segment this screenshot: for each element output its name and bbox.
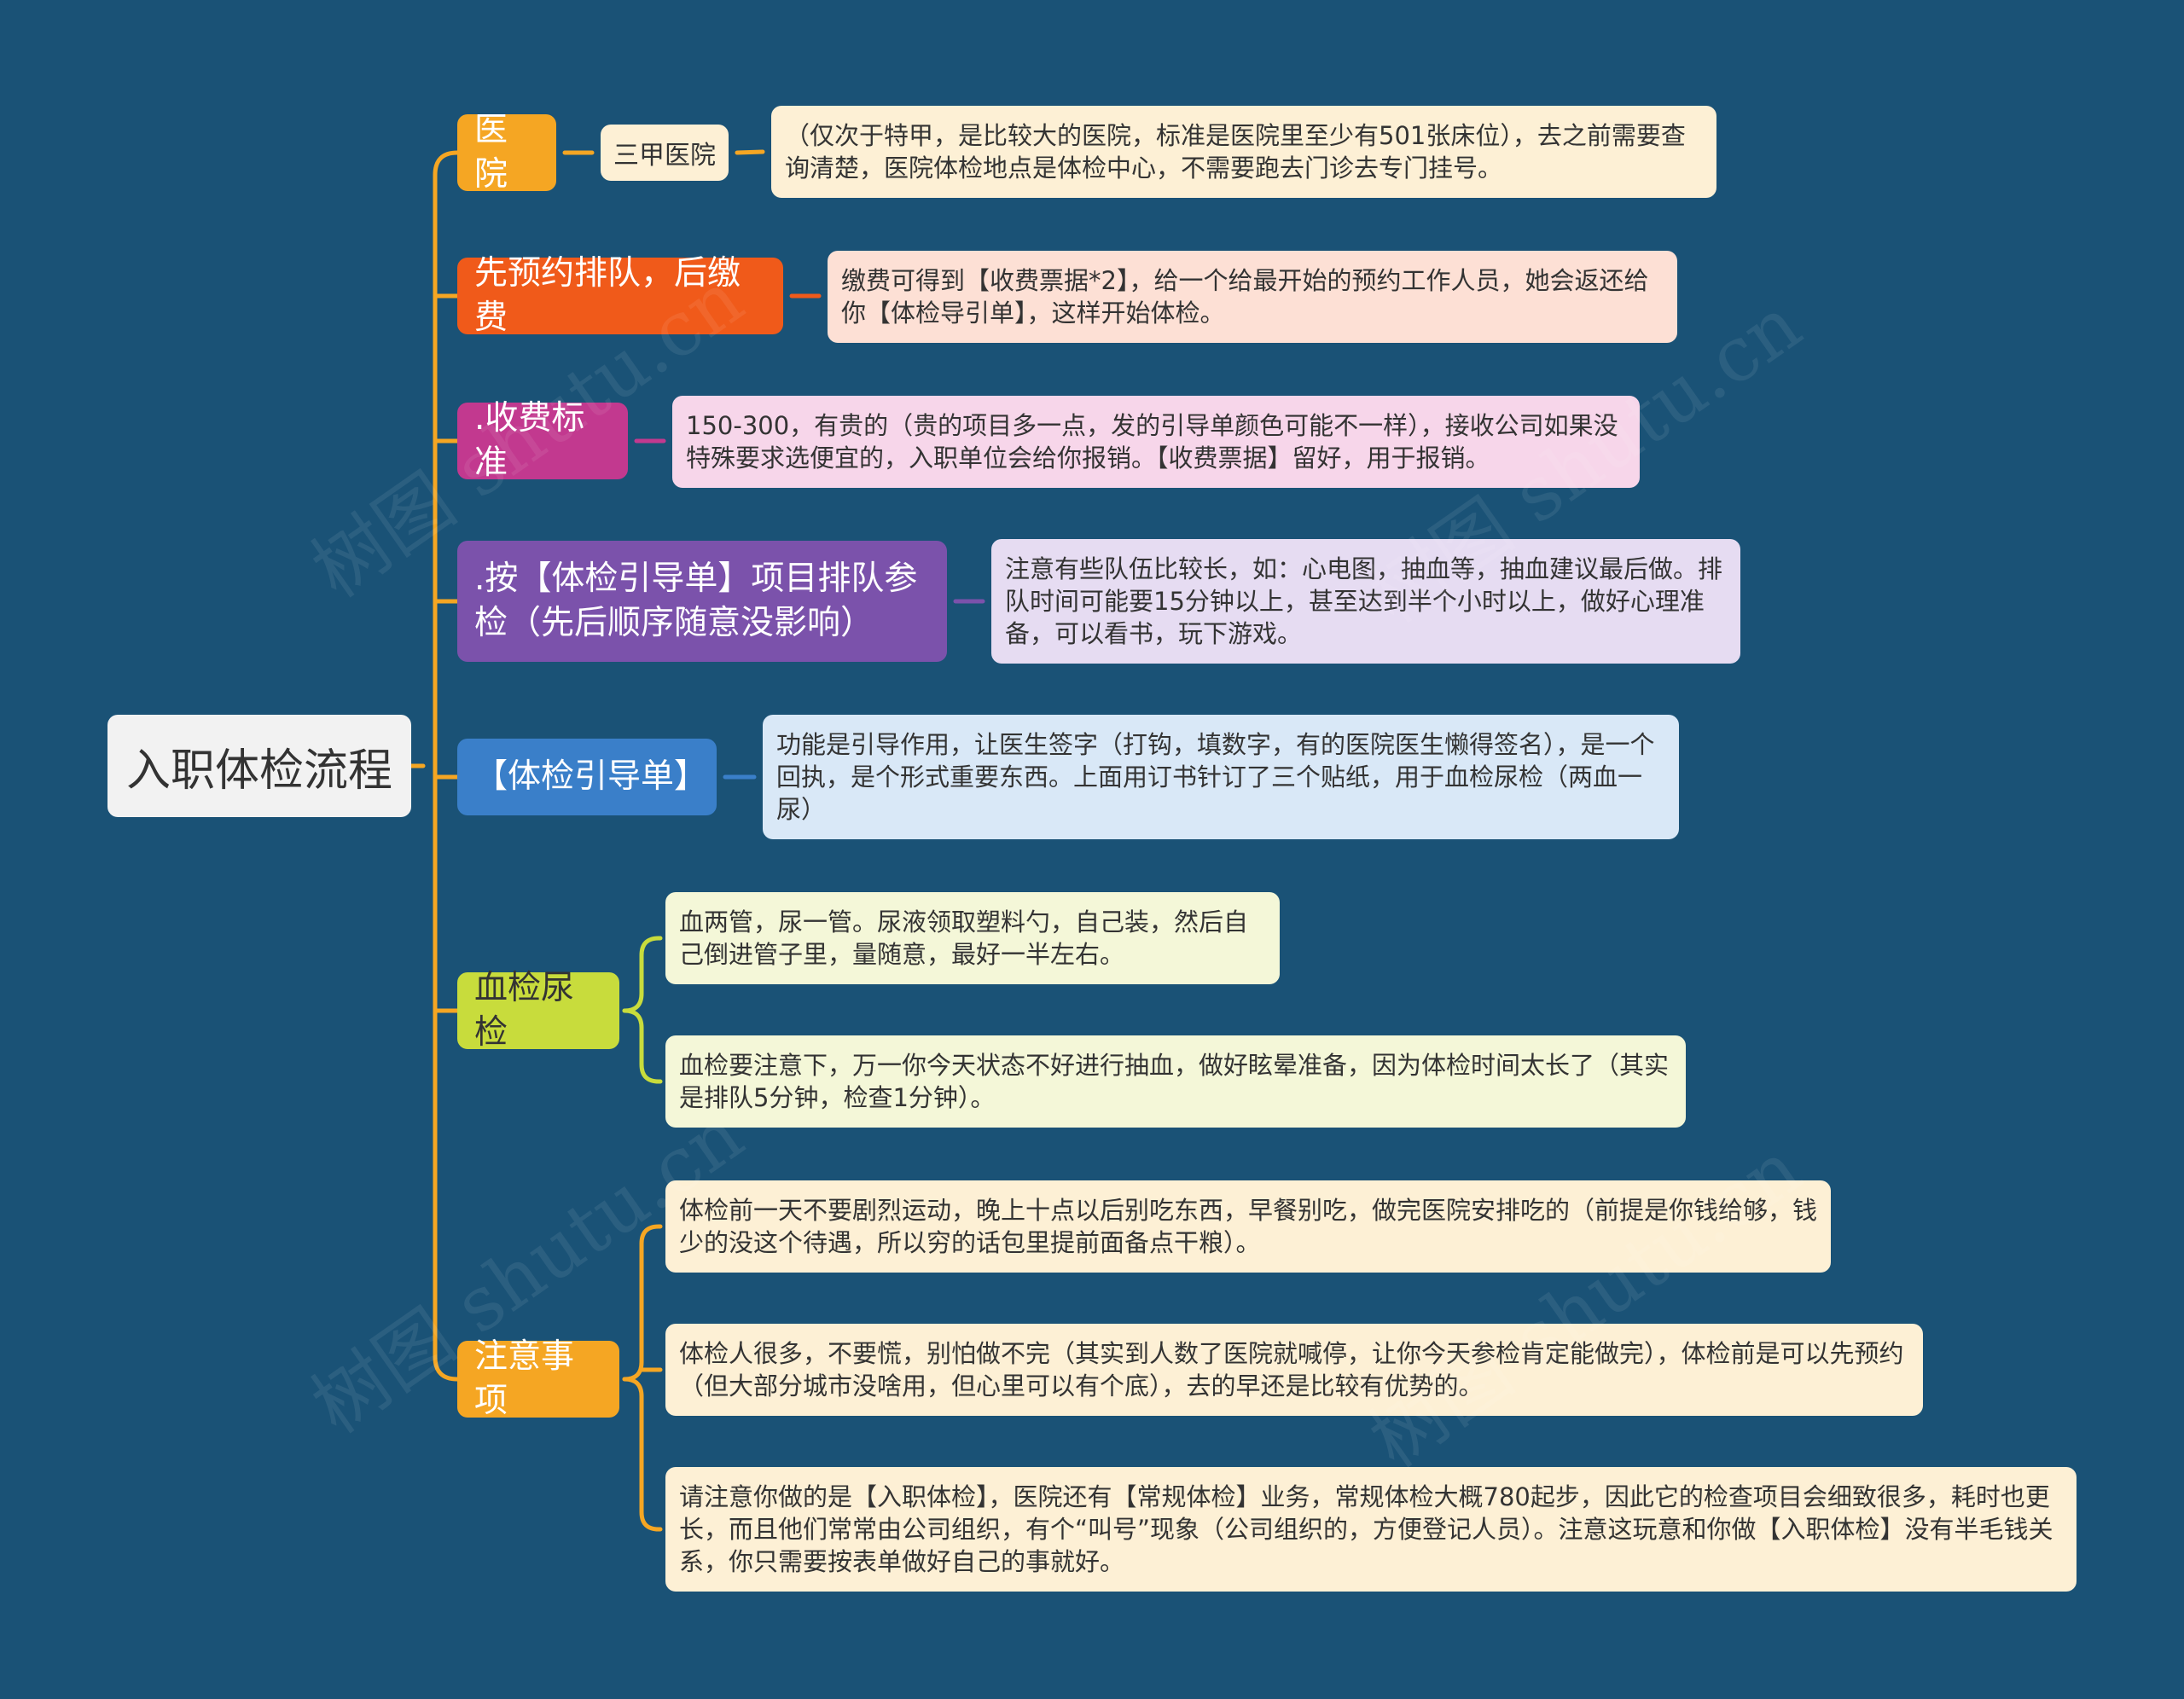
note-blood-draw-caution[interactable]: 血检要注意下，万一你今天状态不好进行抽血，做好眩晕准备，因为体检时间太长了（其实… (665, 1035, 1686, 1128)
branch-precautions[interactable]: 注意事项 (457, 1337, 619, 1420)
note-blood-urine-tubes[interactable]: 血两管，尿一管。尿液领取塑料勺，自己装，然后自己倒进管子里，量随意，最好一半左右… (665, 892, 1280, 984)
note-fee-standard[interactable]: 150-300，有贵的（贵的项目多一点，发的引导单颜色可能不一样），接收公司如果… (672, 396, 1640, 488)
trunk-connector (433, 150, 460, 1382)
note-connector (622, 1224, 663, 1382)
branch-fee-standard[interactable]: .收费标准 (457, 399, 628, 482)
note-connector (639, 1025, 663, 1084)
branch-guide-sheet[interactable]: 【体检引导单】 (457, 739, 717, 815)
root-node[interactable]: 入职体检流程 (107, 715, 411, 817)
note-payment[interactable]: 缴费可得到【收费票据*2】，给一个给最开始的预约工作人员，她会返还给你【体检导引… (828, 251, 1677, 343)
note-connector (639, 1394, 663, 1532)
branch-queue-by-guide[interactable]: .按【体检引导单】项目排队参检（先后顺序随意没影响） (457, 541, 947, 662)
note-connector (622, 1008, 644, 1030)
note-routine-vs-entry-exam[interactable]: 请注意你做的是【入职体检】，医院还有【常规体检】业务，常规体检大概780起步，因… (665, 1467, 2077, 1592)
note-guide-sheet[interactable]: 功能是引导作用，让医生签字（打钩，填数字，有的医院医生懒得签名），是一个回执，是… (763, 715, 1679, 839)
note-queue[interactable]: 注意有些队伍比较长，如：心电图，抽血等，抽血建议最后做。排队时间可能要15分钟以… (991, 539, 1740, 664)
note-crowds[interactable]: 体检人很多，不要慌，别怕做不完（其实到人数了医院就喊停，让你今天参检肯定能做完）… (665, 1324, 1923, 1416)
sub-node-class-a-hospital[interactable]: 三甲医院 (601, 125, 729, 181)
note-connector (622, 936, 663, 1013)
branch-hospital[interactable]: 医院 (457, 111, 556, 194)
note-connector (735, 149, 765, 155)
note-hospital[interactable]: （仅次于特甲，是比较大的医院，标准是医院里至少有501张床位），去之前需要查询清… (771, 106, 1716, 198)
branch-reserve-then-pay[interactable]: 先预约排队，后缴费 (457, 254, 783, 337)
note-connector (622, 1377, 644, 1399)
branch-blood-urine-test[interactable]: 血检尿检 (457, 969, 619, 1052)
note-day-before[interactable]: 体检前一天不要剧烈运动，晚上十点以后别吃东西，早餐别吃，做完医院安排吃的（前提是… (665, 1180, 1831, 1273)
